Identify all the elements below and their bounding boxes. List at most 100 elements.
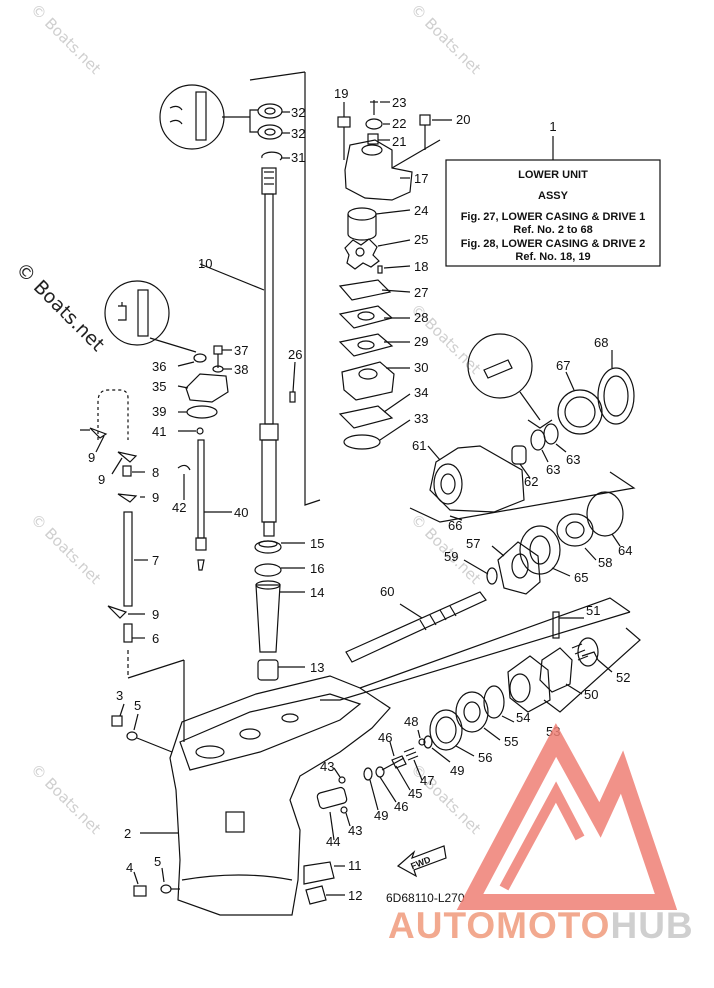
leader-line xyxy=(199,263,265,291)
info-box-subtitle: ASSY xyxy=(538,190,569,202)
callout-9: 9 xyxy=(152,607,159,622)
callout-15: 15 xyxy=(310,536,324,551)
callout-57: 57 xyxy=(466,536,480,551)
detail-inset-circle xyxy=(159,84,225,150)
group-frame-line xyxy=(543,627,641,713)
washer-49b xyxy=(423,735,433,749)
callout-44: 44 xyxy=(326,834,340,849)
outer-plate-28 xyxy=(338,305,394,329)
screw-3 xyxy=(111,715,123,727)
callout-29: 29 xyxy=(414,334,428,349)
gasket-27 xyxy=(338,279,392,301)
bearing-32-upper-inner xyxy=(264,107,276,115)
callout-45: 45 xyxy=(408,786,422,801)
callout-23: 23 xyxy=(392,95,406,110)
clamp-9d xyxy=(107,605,128,619)
callout-54: 54 xyxy=(516,710,530,725)
callout-42: 42 xyxy=(172,500,186,515)
callout-26: 26 xyxy=(288,347,302,362)
bolt-19 xyxy=(337,116,351,128)
washer-49a xyxy=(363,767,373,781)
oil-seal-56 xyxy=(429,709,463,751)
callout-49: 49 xyxy=(374,808,388,823)
callout-14: 14 xyxy=(310,585,324,600)
pump-housing-17 xyxy=(344,139,413,201)
bearing-32-upper xyxy=(257,103,283,119)
callout-63: 63 xyxy=(566,452,580,467)
callout-9: 9 xyxy=(98,472,105,487)
callout-6: 6 xyxy=(152,631,159,646)
callout-11: 11 xyxy=(348,858,362,873)
pin-45 xyxy=(381,757,405,771)
callout-41: 41 xyxy=(152,424,166,439)
bearing-housing-61 xyxy=(429,445,525,513)
callout-25: 25 xyxy=(414,232,428,247)
group-frame-line xyxy=(304,72,321,506)
ball-48 xyxy=(418,738,426,746)
callout-40: 40 xyxy=(234,505,248,520)
shift-cam-44 xyxy=(316,786,348,810)
ball-43b xyxy=(340,806,348,814)
fitting-6 xyxy=(123,623,133,643)
reverse-gear-53 xyxy=(507,655,551,713)
info-box-ref-line: Fig. 28, LOWER CASING & DRIVE 2 xyxy=(461,238,646,250)
callout-52: 52 xyxy=(616,670,630,685)
callout-2: 2 xyxy=(124,826,131,841)
callout-20: 20 xyxy=(456,112,470,127)
oil-seal-63a xyxy=(530,429,546,451)
spring-47 xyxy=(403,747,419,761)
detail-inset-circle xyxy=(467,333,533,399)
callout-5: 5 xyxy=(134,698,141,713)
callout-3: 3 xyxy=(116,688,123,703)
callout-7: 7 xyxy=(152,553,159,568)
logo-text-part1: AUTOMOTO xyxy=(388,905,611,946)
callout-43: 43 xyxy=(348,823,362,838)
hose-7 xyxy=(123,511,133,607)
propeller-shaft-60 xyxy=(345,591,487,663)
dog-clutch-50 xyxy=(539,647,573,693)
key-18 xyxy=(377,265,383,274)
ball-43a xyxy=(338,776,346,784)
callout-16: 16 xyxy=(310,561,324,576)
fwd-arrow-icon xyxy=(396,845,447,878)
washer-5b xyxy=(160,884,172,894)
callout-37: 37 xyxy=(234,343,248,358)
pin-26 xyxy=(289,391,296,403)
circlip-31 xyxy=(261,151,283,161)
clamp-9c xyxy=(117,493,138,503)
insert-cartridge-24 xyxy=(347,207,377,221)
shim-16 xyxy=(254,563,282,577)
callout-68: 68 xyxy=(594,335,608,350)
clamp-9b xyxy=(117,451,138,463)
callout-24: 24 xyxy=(414,203,428,218)
callout-51: 51 xyxy=(586,603,600,618)
callout-5: 5 xyxy=(154,854,161,869)
detail-inset-circle xyxy=(104,280,170,346)
needle-bearing-62 xyxy=(511,445,527,465)
info-box-ref-line: Ref. No. 18, 19 xyxy=(515,251,590,263)
forward-gear-57 xyxy=(497,541,541,595)
o-ring-41 xyxy=(196,427,204,435)
bearing-detail-shape xyxy=(169,105,183,125)
callout-50: 50 xyxy=(584,687,598,702)
callout-64: 64 xyxy=(618,543,632,558)
callout-60: 60 xyxy=(380,584,394,599)
drive-shaft-tip xyxy=(263,521,275,537)
hose-outline xyxy=(97,389,129,440)
bolt-20 xyxy=(419,114,431,126)
callout-36: 36 xyxy=(152,359,166,374)
callout-56: 56 xyxy=(478,750,492,765)
callout-13: 13 xyxy=(310,660,324,675)
clamp-9a xyxy=(80,427,108,439)
drive-shaft-lower xyxy=(261,439,277,523)
callout-21: 21 xyxy=(392,134,406,149)
callout-49: 49 xyxy=(450,763,464,778)
fitting-8 xyxy=(122,465,132,477)
callout-9: 9 xyxy=(88,450,95,465)
diagram-code: 6D68110-L270 xyxy=(386,891,465,905)
callout-55: 55 xyxy=(504,734,518,749)
bearing-32-lower-inner xyxy=(264,128,276,136)
impeller-25 xyxy=(344,238,380,270)
washer-46a xyxy=(375,766,385,778)
